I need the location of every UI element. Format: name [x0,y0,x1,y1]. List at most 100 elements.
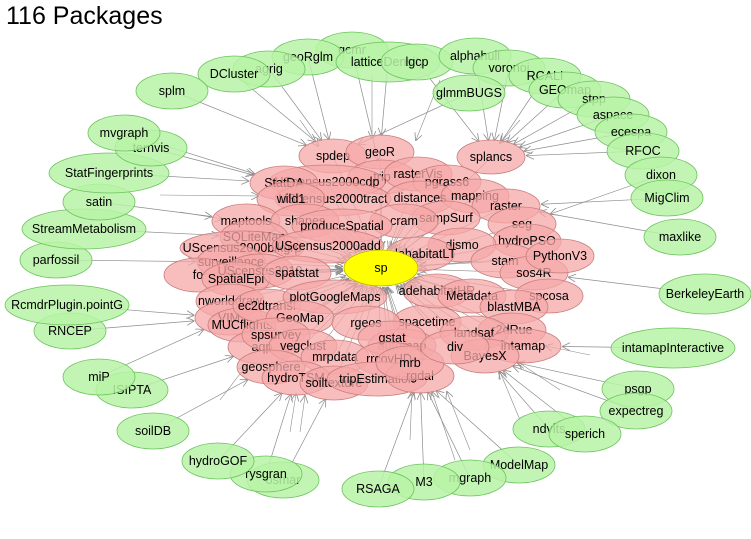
node-label: splm [159,84,185,98]
node-label: M3 [415,475,432,489]
node-label: splancs [470,150,512,164]
node-label: SpatialEpi [208,272,264,286]
node-shape [643,218,717,256]
node-glmmBUGS: glmmBUGS [432,74,506,112]
node-label: maxlike [659,230,701,244]
node-label: dixon [646,168,676,182]
node-splm: splm [135,72,209,110]
edge-extra-8 [299,396,305,433]
node-label: dismo [445,238,478,252]
node-mvgraph: mvgraph [87,114,161,152]
node-shape [62,358,136,396]
node-DCluster: DCluster [197,55,271,93]
node-BerkeleyEarth: BerkeleyEarth [658,273,751,315]
node-label: div [447,340,464,354]
node-RcmdrPlugin.pointG: RcmdrPlugin.pointG [4,284,130,326]
node-label: glmmBUGS [436,86,502,100]
edge-extra-12 [500,372,521,421]
node-expectreg: expectreg [599,392,673,430]
node-label: RNCEP [48,324,92,338]
node-soilDB: soilDB [116,412,190,450]
node-parfossil: parfossil [19,241,93,279]
node-intamapInteractive: intamapInteractive [610,327,736,369]
node-label: StreamMetabolism [32,222,136,236]
node-label: ModelMap [490,458,548,472]
node-shape [658,273,751,315]
node-label: RFOC [625,144,660,158]
node-label: UScensus2000add [275,239,381,253]
center-shape [343,249,419,287]
node-shape [197,55,271,93]
node-maxlike: maxlike [643,218,717,256]
node-shape [135,72,209,110]
node-splancs: splancs [456,139,526,175]
node-shape [116,412,190,450]
node-label: expectreg [609,404,664,418]
node-MigClim: MigClim [630,179,704,217]
node-shape [525,238,595,274]
node-label: RcmdrPlugin.pointG [11,298,123,312]
node-label: DCluster [210,67,259,81]
node-label: spatstat [275,266,319,280]
node-label: distances [394,191,447,205]
node-label: rysgran [245,467,287,481]
node-miP: miP [62,358,136,396]
node-shape [456,139,526,175]
node-label: fo [193,268,203,282]
node-label: satin [86,195,112,209]
node-shape [341,470,415,508]
node-RSAGA: RSAGA [341,470,415,508]
edge-extra-10 [432,392,456,461]
node-shape [599,392,673,430]
node-div: div [420,329,490,365]
node-label: geoR [365,145,395,159]
node-center: sp [343,249,419,287]
node-label: mvgraph [100,126,149,140]
inner-node-layer: spdepgeoRsplancstriprasterVispgrass6USce… [163,134,595,401]
node-label: lgcp [406,55,429,69]
node-label: mrb [399,356,421,370]
node-PythonV3: PythonV3 [525,238,595,274]
edge-extra-13 [518,362,561,391]
graph-title: 116 Packages [6,2,163,30]
node-label: MigClim [644,191,689,205]
node-label: mrpdata [312,350,358,364]
node-shape [4,284,130,326]
node-shape [548,415,622,453]
node-lgcp: lgcp [380,43,454,81]
edge-extra-9 [410,392,412,441]
node-sperich: sperich [548,415,622,453]
node-label: blastMBA [487,300,541,314]
node-label: psgp [624,382,651,396]
node-hydroGOF: hydroGOF [181,442,255,480]
node-shape [630,179,704,217]
node-shape [181,442,255,480]
node-label: RSAGA [356,482,400,496]
edge-extra-3 [500,119,521,143]
node-label: sperich [565,427,605,441]
node-label: soilDB [135,424,171,438]
edge-extra-7 [289,394,296,433]
node-shape [432,74,506,112]
center-label: sp [374,261,387,275]
node-shape [87,114,161,152]
node-label: BerkeleyEarth [666,287,745,301]
node-label: spdep [316,149,350,163]
edge-extra-11 [447,392,471,451]
node-label: wild1 [276,192,306,206]
center-node-layer: sp [343,249,419,287]
node-label: parfossil [33,253,80,267]
node-label: cram [390,214,418,228]
node-label: StatFingerprints [65,166,153,180]
node-shape [610,327,736,369]
node-label: PythonV3 [533,249,587,263]
node-label: gstat [378,331,406,345]
edge-extra-4 [159,195,258,196]
outer-node-layer: gcmrgeoRglmagrigDClusterlatticeDensitylg… [4,31,751,508]
node-label: miP [88,370,110,384]
node-label: intamapInteractive [622,341,724,355]
node-label: hydroGOF [189,454,248,468]
node-StreamMetabolism: StreamMetabolism [21,208,147,250]
node-label: plotGoogleMaps [289,290,380,304]
